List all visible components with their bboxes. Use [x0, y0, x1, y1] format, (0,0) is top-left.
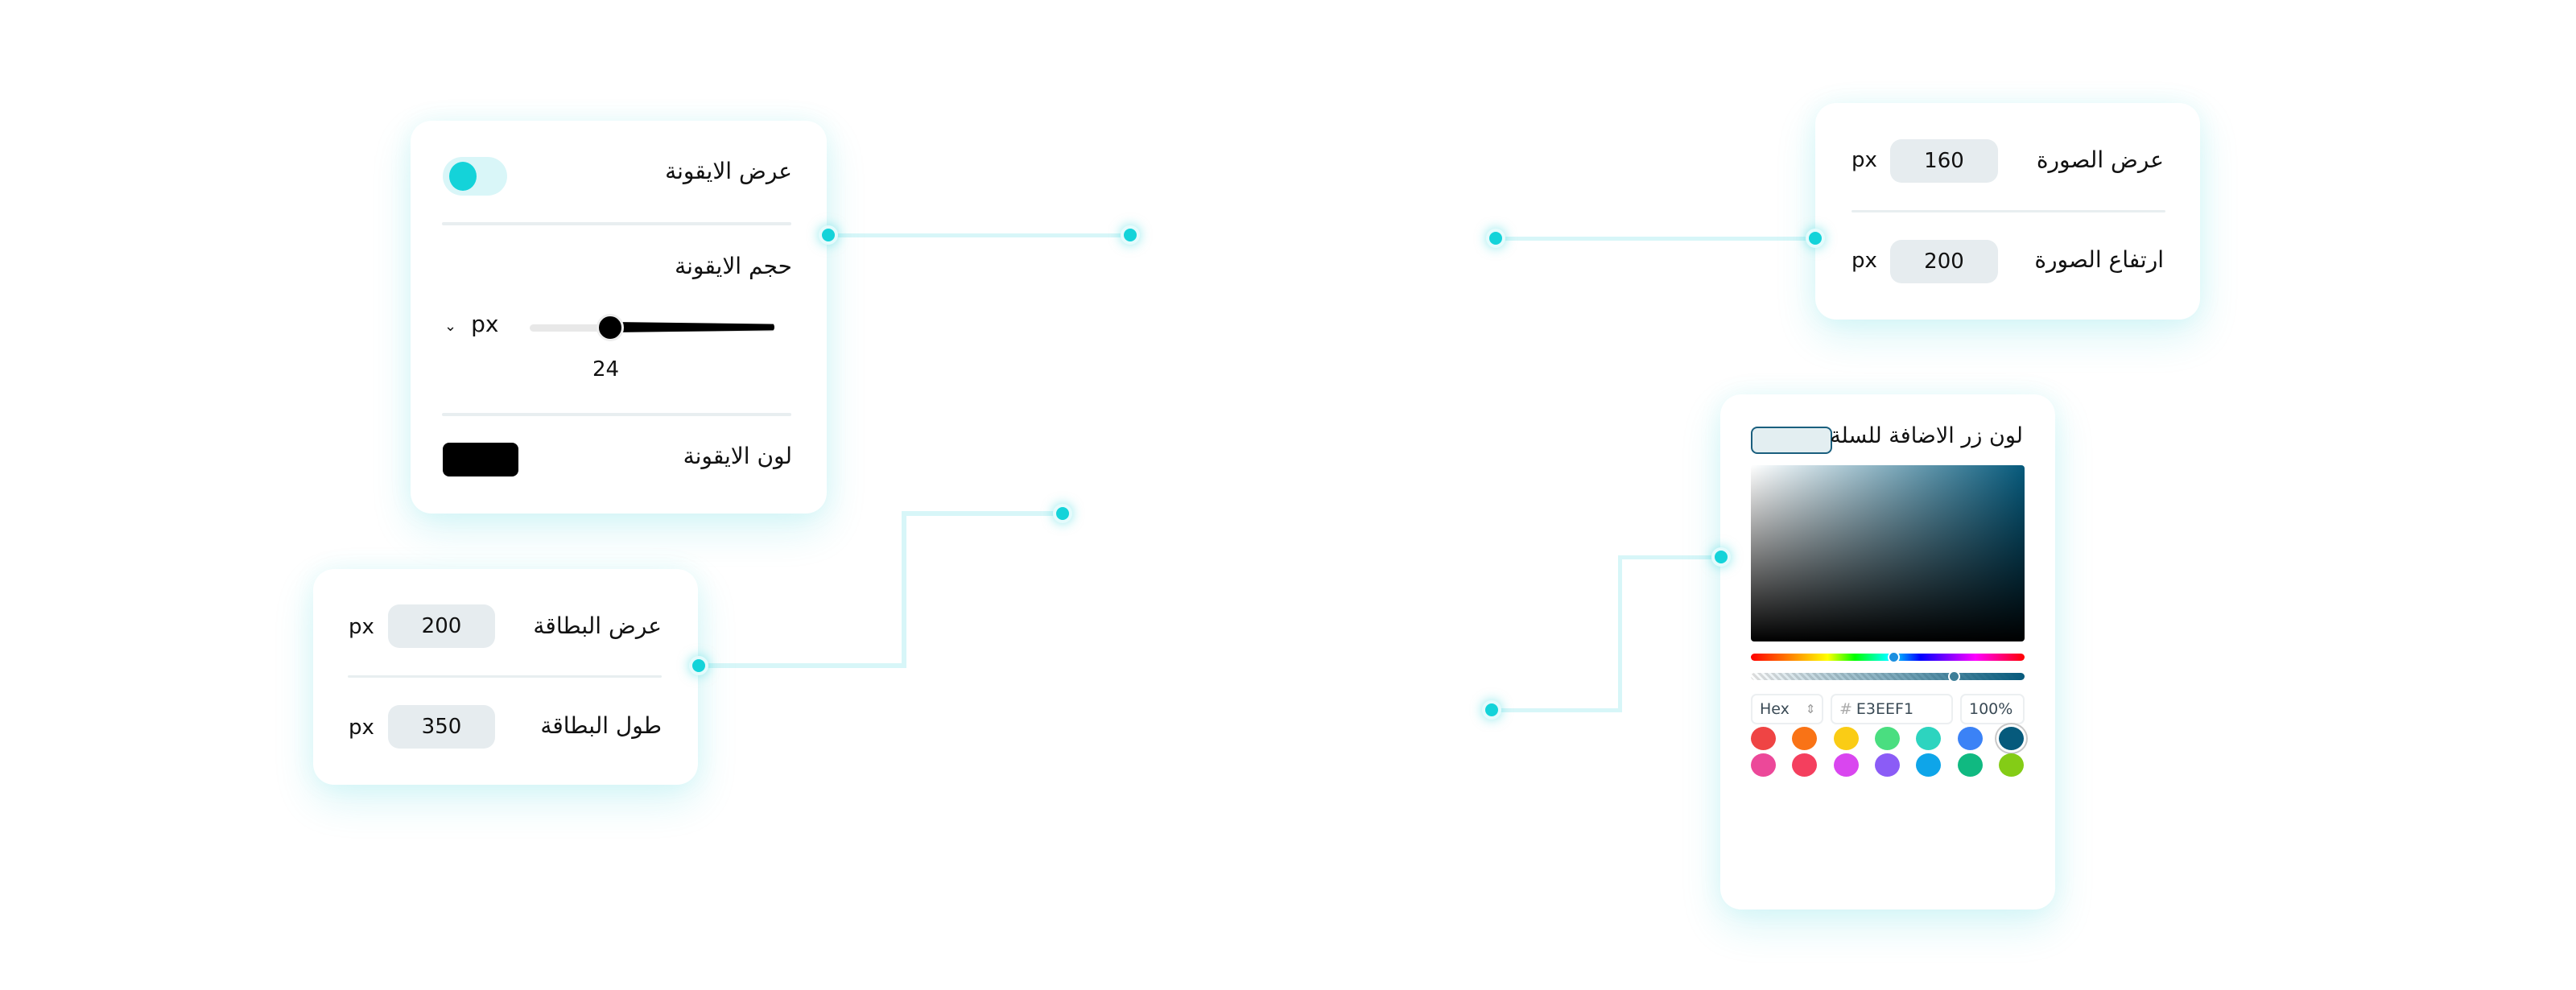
- color-swatch[interactable]: [1792, 753, 1818, 777]
- color-swatch[interactable]: [1833, 727, 1859, 750]
- unit-label: px: [1852, 148, 1877, 172]
- image-height-input[interactable]: 200: [1890, 240, 1998, 283]
- format-value: Hex: [1760, 700, 1790, 718]
- current-color-swatch[interactable]: [1751, 427, 1832, 454]
- color-swatch[interactable]: [1751, 753, 1776, 777]
- connector-dot: [1121, 225, 1140, 245]
- divider: [348, 675, 662, 678]
- show-icon-toggle[interactable]: [443, 157, 507, 196]
- show-icon-label: عرض الايقونة: [665, 158, 792, 184]
- connector-dot: [1711, 547, 1731, 567]
- divider: [442, 222, 791, 225]
- toggle-knob: [449, 162, 477, 191]
- color-swatch[interactable]: [1792, 727, 1818, 750]
- chevron-down-icon: ⌄: [444, 318, 457, 335]
- color-swatch[interactable]: [1916, 727, 1942, 750]
- color-swatch[interactable]: [1998, 727, 2024, 750]
- connector-line: [902, 511, 906, 668]
- card-size-card: px 200 عرض البطاقة px 350 طول البطاقة: [313, 569, 698, 785]
- unit-label: px: [349, 716, 374, 740]
- icon-settings-card: عرض الايقونة حجم الايقونة ⌄ px 24 لون ال…: [411, 121, 827, 514]
- unit-label: px: [471, 311, 499, 337]
- alpha-thumb[interactable]: [1948, 670, 1960, 683]
- hue-thumb[interactable]: [1888, 651, 1900, 663]
- color-swatch[interactable]: [1874, 753, 1900, 777]
- color-swatch[interactable]: [1998, 753, 2024, 777]
- cart-button-color-label: لون زر الاضافة للسلة: [1830, 423, 2023, 448]
- icon-color-label: لون الايقونة: [683, 443, 792, 469]
- connector-line: [902, 511, 1063, 516]
- connector-dot: [1806, 229, 1825, 248]
- unit-label: px: [349, 615, 374, 639]
- color-swatch[interactable]: [1957, 727, 1983, 750]
- connector-dot: [1482, 700, 1501, 720]
- image-width-label: عرض الصورة: [2036, 146, 2164, 173]
- image-height-label: ارتفاع الصورة: [2034, 246, 2164, 273]
- color-picker-card: لون زر الاضافة للسلة Hex ⇕ # E3EEF1 100%: [1720, 394, 2055, 910]
- image-size-card: px 160 عرض الصورة px 200 ارتفاع الصورة: [1815, 103, 2200, 320]
- color-swatch[interactable]: [1833, 753, 1859, 777]
- hex-value: E3EEF1: [1856, 700, 1914, 718]
- icon-color-swatch[interactable]: [443, 443, 518, 476]
- color-swatch[interactable]: [1751, 727, 1776, 750]
- divider: [442, 413, 791, 416]
- image-width-input[interactable]: 160: [1890, 139, 1998, 183]
- slider-thumb[interactable]: [597, 314, 624, 341]
- connector-line: [1618, 555, 1721, 559]
- hex-input[interactable]: # E3EEF1: [1831, 694, 1953, 724]
- connector-line: [1618, 555, 1622, 712]
- size-value: 24: [592, 357, 620, 382]
- connector-dot: [819, 225, 838, 245]
- card-length-input[interactable]: 350: [388, 705, 495, 749]
- connector-line: [698, 663, 904, 668]
- hash-symbol: #: [1839, 700, 1852, 718]
- connector-line: [1495, 237, 1815, 241]
- card-length-label: طول البطاقة: [540, 712, 662, 739]
- saturation-area[interactable]: [1751, 465, 2025, 641]
- divider: [1852, 210, 2165, 212]
- connector-line: [1491, 708, 1622, 712]
- color-swatch[interactable]: [1874, 727, 1900, 750]
- connector-dot: [689, 656, 708, 675]
- opacity-input[interactable]: 100%: [1960, 694, 2025, 724]
- unit-label: px: [1852, 249, 1877, 273]
- connector-dot: [1486, 229, 1505, 248]
- card-width-label: عرض البطاقة: [533, 613, 662, 639]
- card-width-input[interactable]: 200: [388, 604, 495, 648]
- unit-dropdown[interactable]: ⌄ px: [444, 311, 498, 337]
- format-select[interactable]: Hex ⇕: [1751, 694, 1823, 724]
- icon-size-label: حجم الايقونة: [675, 253, 792, 279]
- connector-line: [827, 233, 1131, 237]
- color-swatch[interactable]: [1957, 753, 1983, 777]
- alpha-slider[interactable]: [1751, 670, 2025, 683]
- hue-slider[interactable]: [1751, 651, 2025, 663]
- color-swatch[interactable]: [1916, 753, 1942, 777]
- connector-dot: [1053, 504, 1072, 523]
- slider-fill: [610, 322, 774, 332]
- up-down-chevron-icon: ⇕: [1805, 702, 1816, 716]
- size-slider[interactable]: [530, 314, 774, 341]
